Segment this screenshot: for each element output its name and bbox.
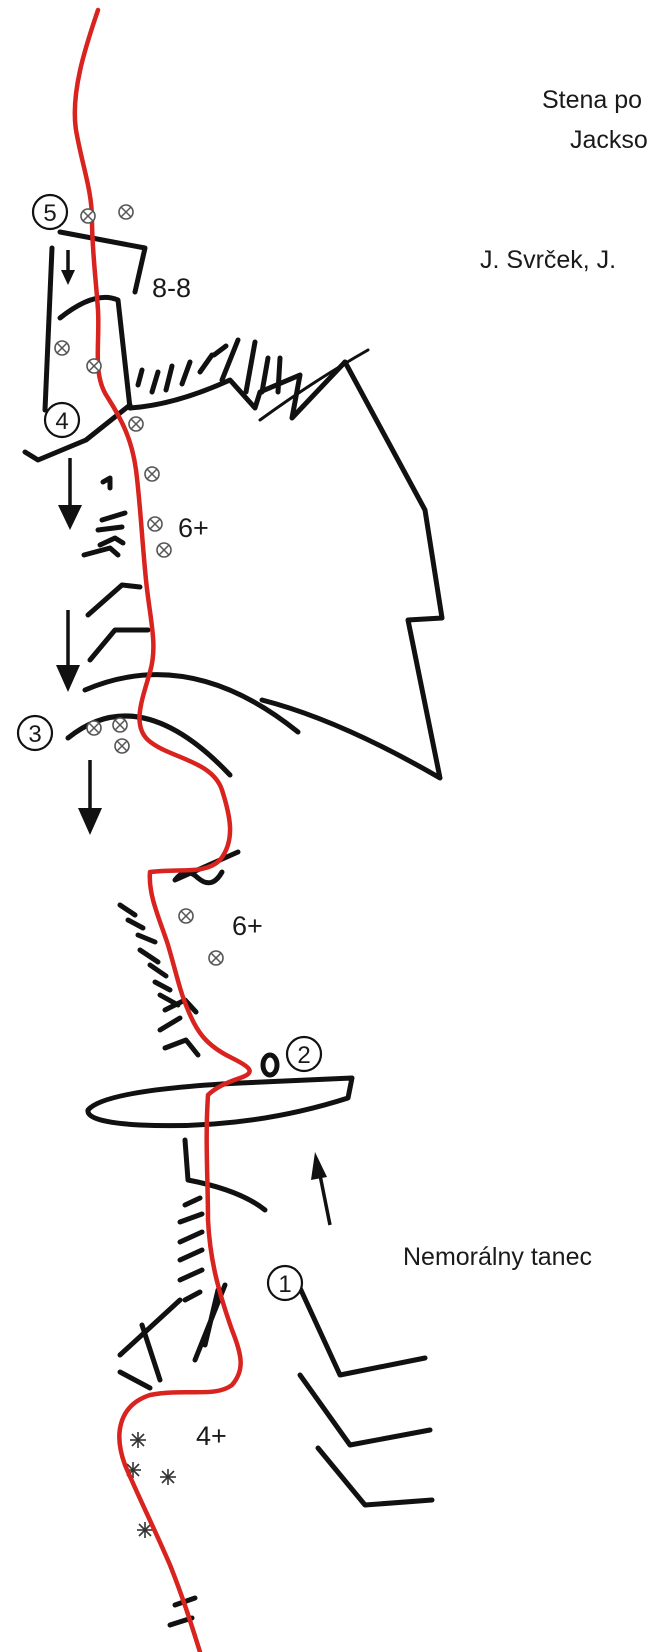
slab-3 xyxy=(315,1445,435,1508)
ramp-upper xyxy=(85,582,143,618)
slab-2 xyxy=(297,1372,433,1448)
route-line xyxy=(72,7,252,1652)
slab-1 xyxy=(297,1285,428,1378)
bolt-icon xyxy=(112,717,128,733)
belay-ring-icon xyxy=(43,401,81,439)
pitch-grade: 4+ xyxy=(196,1421,227,1451)
neighbour-route-label: Nemorálny tanec xyxy=(403,1243,592,1271)
belay-number: 2 xyxy=(297,1042,310,1069)
grass-icon xyxy=(137,1522,153,1538)
bolt-icon xyxy=(147,516,163,532)
bolt-icon xyxy=(86,720,102,736)
grass-markers xyxy=(125,1432,176,1538)
top-corner xyxy=(57,229,148,295)
belay-number: 1 xyxy=(278,1271,291,1298)
roof-left xyxy=(57,294,133,411)
lower-features xyxy=(85,849,435,1628)
bolt-icon xyxy=(144,466,160,482)
belay-station-5: 5 xyxy=(31,193,69,231)
ledge-underside xyxy=(182,1137,268,1213)
belay-ring-icon xyxy=(266,1264,304,1302)
belay-ring-icon xyxy=(16,714,54,752)
horizontal-ledge xyxy=(85,1075,355,1129)
flake-2 xyxy=(95,510,128,533)
bolt-icon xyxy=(208,950,224,966)
belay-number: 5 xyxy=(43,200,56,227)
belay-number: 3 xyxy=(28,721,41,748)
roof-edge xyxy=(127,359,348,421)
belay-ring-icon xyxy=(285,1035,323,1073)
pitch-grade: 6+ xyxy=(178,513,209,543)
pitch-grade: 8-8 xyxy=(152,273,191,303)
bolt-icon xyxy=(178,908,194,924)
crack-ticks-lower xyxy=(157,997,201,1058)
flake-4 xyxy=(81,545,121,558)
middle-crack-system xyxy=(65,475,301,778)
title-line-2: Jackso xyxy=(570,126,648,154)
bolt-icon xyxy=(156,542,172,558)
roof-arc xyxy=(258,348,370,422)
bolt-icon xyxy=(54,340,70,356)
descent-arrow-icon xyxy=(61,250,75,285)
flake-1 xyxy=(100,475,113,491)
left-wall-line xyxy=(42,245,55,413)
bolt-icon xyxy=(114,738,130,754)
arch-upper xyxy=(82,672,301,735)
bolt-icon xyxy=(86,358,102,374)
belay-station-4: 4 xyxy=(43,401,81,439)
belay-station-2: 2 xyxy=(285,1035,323,1073)
belay-4-ledge xyxy=(22,402,133,463)
belay-station-1: 1 xyxy=(266,1264,304,1302)
chockstone xyxy=(260,1052,280,1078)
upper-roof-block xyxy=(22,229,445,781)
grass-icon xyxy=(160,1469,176,1485)
crack-ladder xyxy=(177,1195,205,1303)
block-outline xyxy=(259,359,445,781)
arch-lower xyxy=(65,713,233,778)
belay-station-3: 3 xyxy=(16,714,54,752)
belay-ring-icon xyxy=(31,193,69,231)
belay-number: 4 xyxy=(55,408,68,435)
flake-3 xyxy=(97,535,126,548)
pillar-lower xyxy=(117,1297,183,1391)
title-line-1: Stena po xyxy=(542,86,642,114)
grass-icon xyxy=(130,1432,146,1448)
bolt-icon xyxy=(128,416,144,432)
bolt-icon xyxy=(80,208,96,224)
authors-line: J. Svrček, J. xyxy=(480,246,616,274)
descent-arrow-icon xyxy=(58,458,82,530)
bolt-icon xyxy=(118,204,134,220)
ramp-lower xyxy=(87,627,151,663)
crack-ticks-upper xyxy=(117,902,181,1008)
descent-arrow-icon xyxy=(56,610,80,692)
descent-arrow-icon xyxy=(78,760,102,835)
pitch-grade: 6+ xyxy=(232,911,263,941)
roof-hatching xyxy=(135,337,283,395)
approach-arrow-icon xyxy=(311,1152,332,1226)
